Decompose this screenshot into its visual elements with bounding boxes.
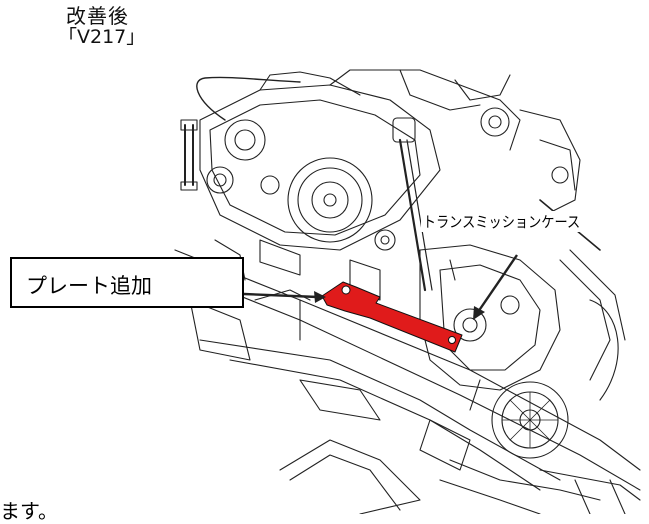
plate-callout-label: プレート追加 (26, 274, 152, 298)
transmission-case-label: トランスミッションケース (421, 211, 582, 232)
case-arrow-line (477, 254, 518, 313)
title-line-2: 「V217」 (58, 26, 146, 48)
title-line-1: 改善後 (66, 4, 129, 28)
added-plate-highlight (321, 281, 463, 353)
plate-callout-box: プレート追加 (10, 257, 244, 308)
cut-off-text: ます。 (0, 499, 58, 523)
plate-arrow-line (243, 292, 319, 299)
